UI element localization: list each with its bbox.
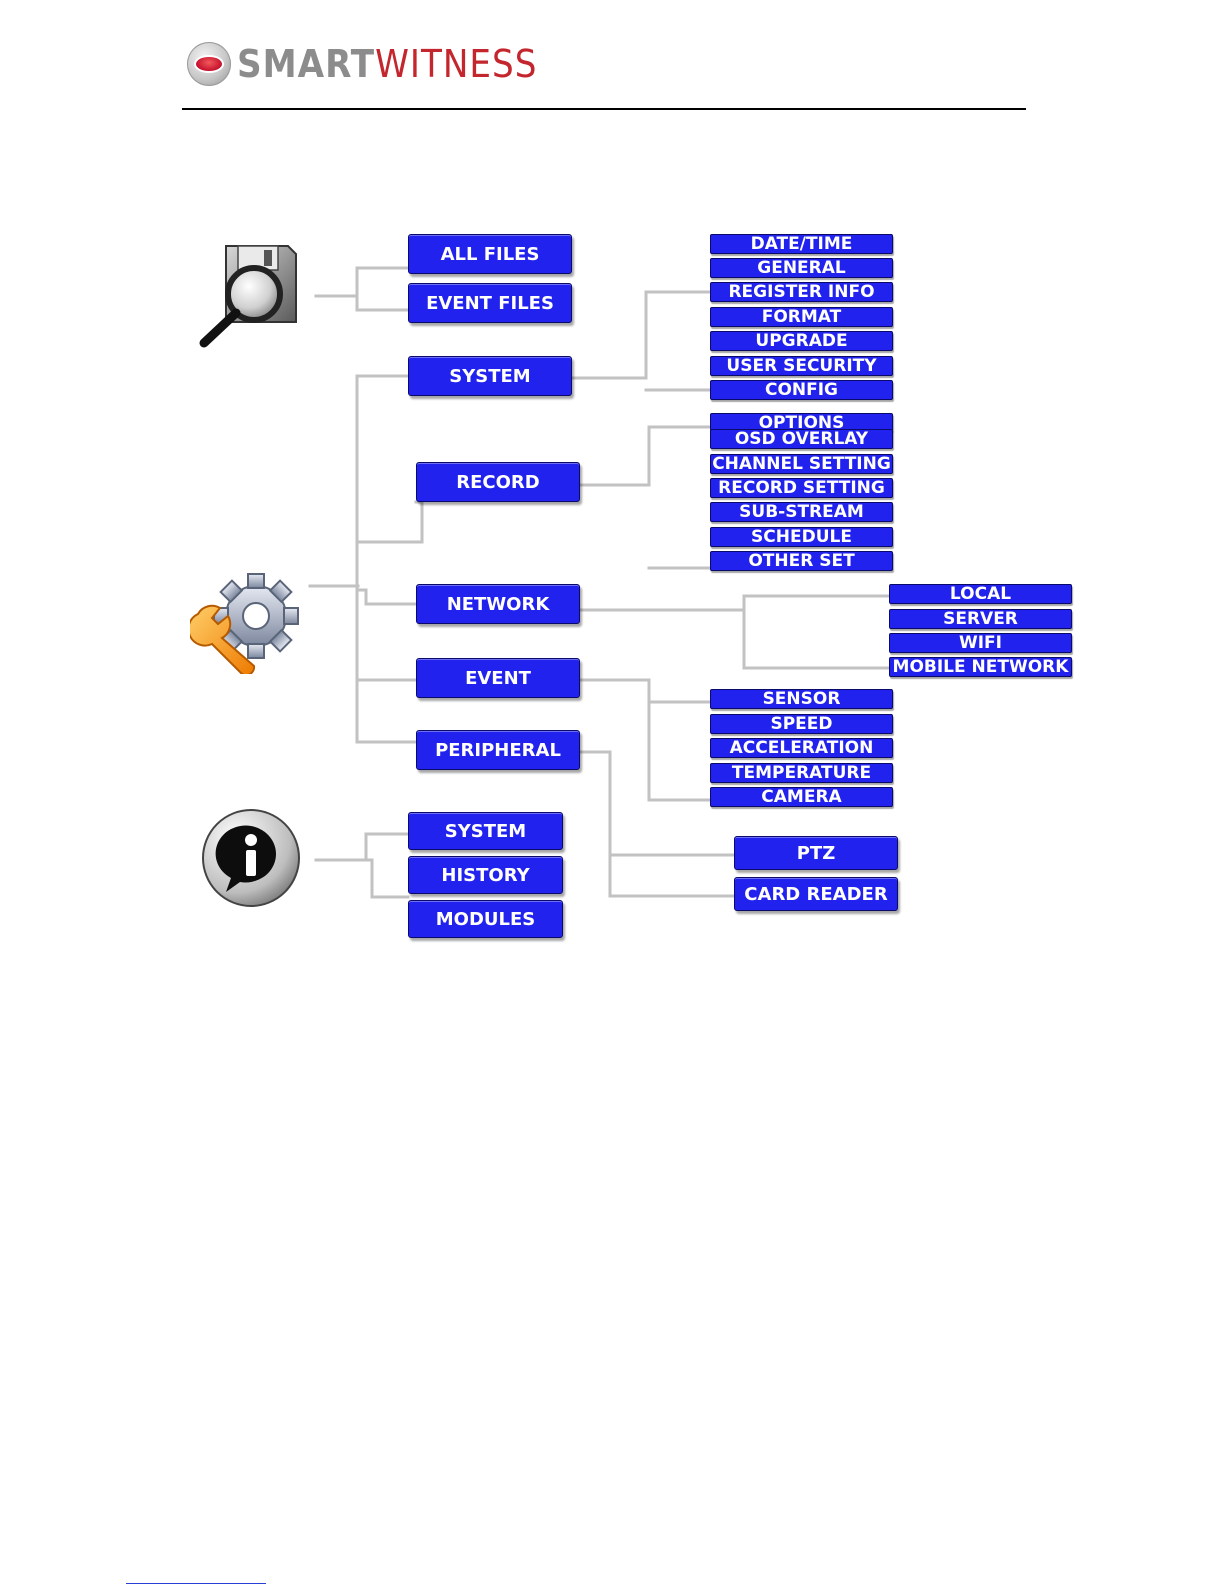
record-setting-button[interactable]: RECORD SETTING — [710, 478, 893, 498]
other-set-button[interactable]: OTHER SET — [710, 551, 893, 571]
sub-stream-button[interactable]: SUB-STREAM — [710, 502, 893, 522]
wifi-button[interactable]: WIFI — [889, 633, 1072, 653]
info-system-button[interactable]: SYSTEM — [408, 812, 563, 850]
osd-overlay-button[interactable]: OSD OVERLAY — [710, 429, 893, 449]
header-divider — [182, 108, 1026, 110]
card-reader-button[interactable]: CARD READER — [734, 877, 898, 911]
format-button[interactable]: FORMAT — [710, 307, 893, 327]
wrench-gear-icon — [190, 573, 299, 674]
setup-network-button[interactable]: NETWORK — [416, 584, 580, 624]
local-button[interactable]: LOCAL — [889, 584, 1072, 604]
schedule-button[interactable]: SCHEDULE — [710, 527, 893, 547]
footer-link-underline — [126, 1583, 266, 1584]
config-button[interactable]: CONFIG — [710, 380, 893, 400]
modules-button[interactable]: MODULES — [408, 900, 563, 938]
logo-wordmark: SMARTWITNESS — [237, 42, 537, 86]
mobile-network-button[interactable]: MOBILE NETWORK — [889, 657, 1072, 677]
user-security-button[interactable]: USER SECURITY — [710, 356, 893, 376]
temperature-button[interactable]: TEMPERATURE — [710, 763, 893, 783]
setup-system-button[interactable]: SYSTEM — [408, 356, 572, 396]
acceleration-button[interactable]: ACCELERATION — [710, 738, 893, 758]
sensor-button[interactable]: SENSOR — [710, 689, 893, 709]
logo-smart-text: SMART — [237, 42, 376, 86]
setup-event-button[interactable]: EVENT — [416, 658, 580, 698]
ptz-button[interactable]: PTZ — [734, 836, 898, 870]
date-time-button[interactable]: DATE/TIME — [710, 234, 893, 254]
magnifier-icon — [199, 245, 297, 348]
all-files-button[interactable]: ALL FILES — [408, 234, 572, 274]
camera-button[interactable]: CAMERA — [710, 787, 893, 807]
logo-eye-icon — [187, 42, 231, 86]
info-icon — [202, 809, 300, 907]
setup-peripheral-button[interactable]: PERIPHERAL — [416, 730, 580, 770]
event-files-button[interactable]: EVENT FILES — [408, 283, 572, 323]
smartwitness-logo: SMARTWITNESS — [187, 40, 536, 90]
register-info-button[interactable]: REGISTER INFO — [710, 282, 893, 302]
channel-setting-button[interactable]: CHANNEL SETTING — [710, 454, 893, 474]
general-button[interactable]: GENERAL — [710, 258, 893, 278]
logo-witness-text: WITNESS — [375, 42, 538, 86]
server-button[interactable]: SERVER — [889, 609, 1072, 629]
setup-record-button[interactable]: RECORD — [416, 462, 580, 502]
history-button[interactable]: HISTORY — [408, 856, 563, 894]
speed-button[interactable]: SPEED — [710, 714, 893, 734]
upgrade-button[interactable]: UPGRADE — [710, 331, 893, 351]
